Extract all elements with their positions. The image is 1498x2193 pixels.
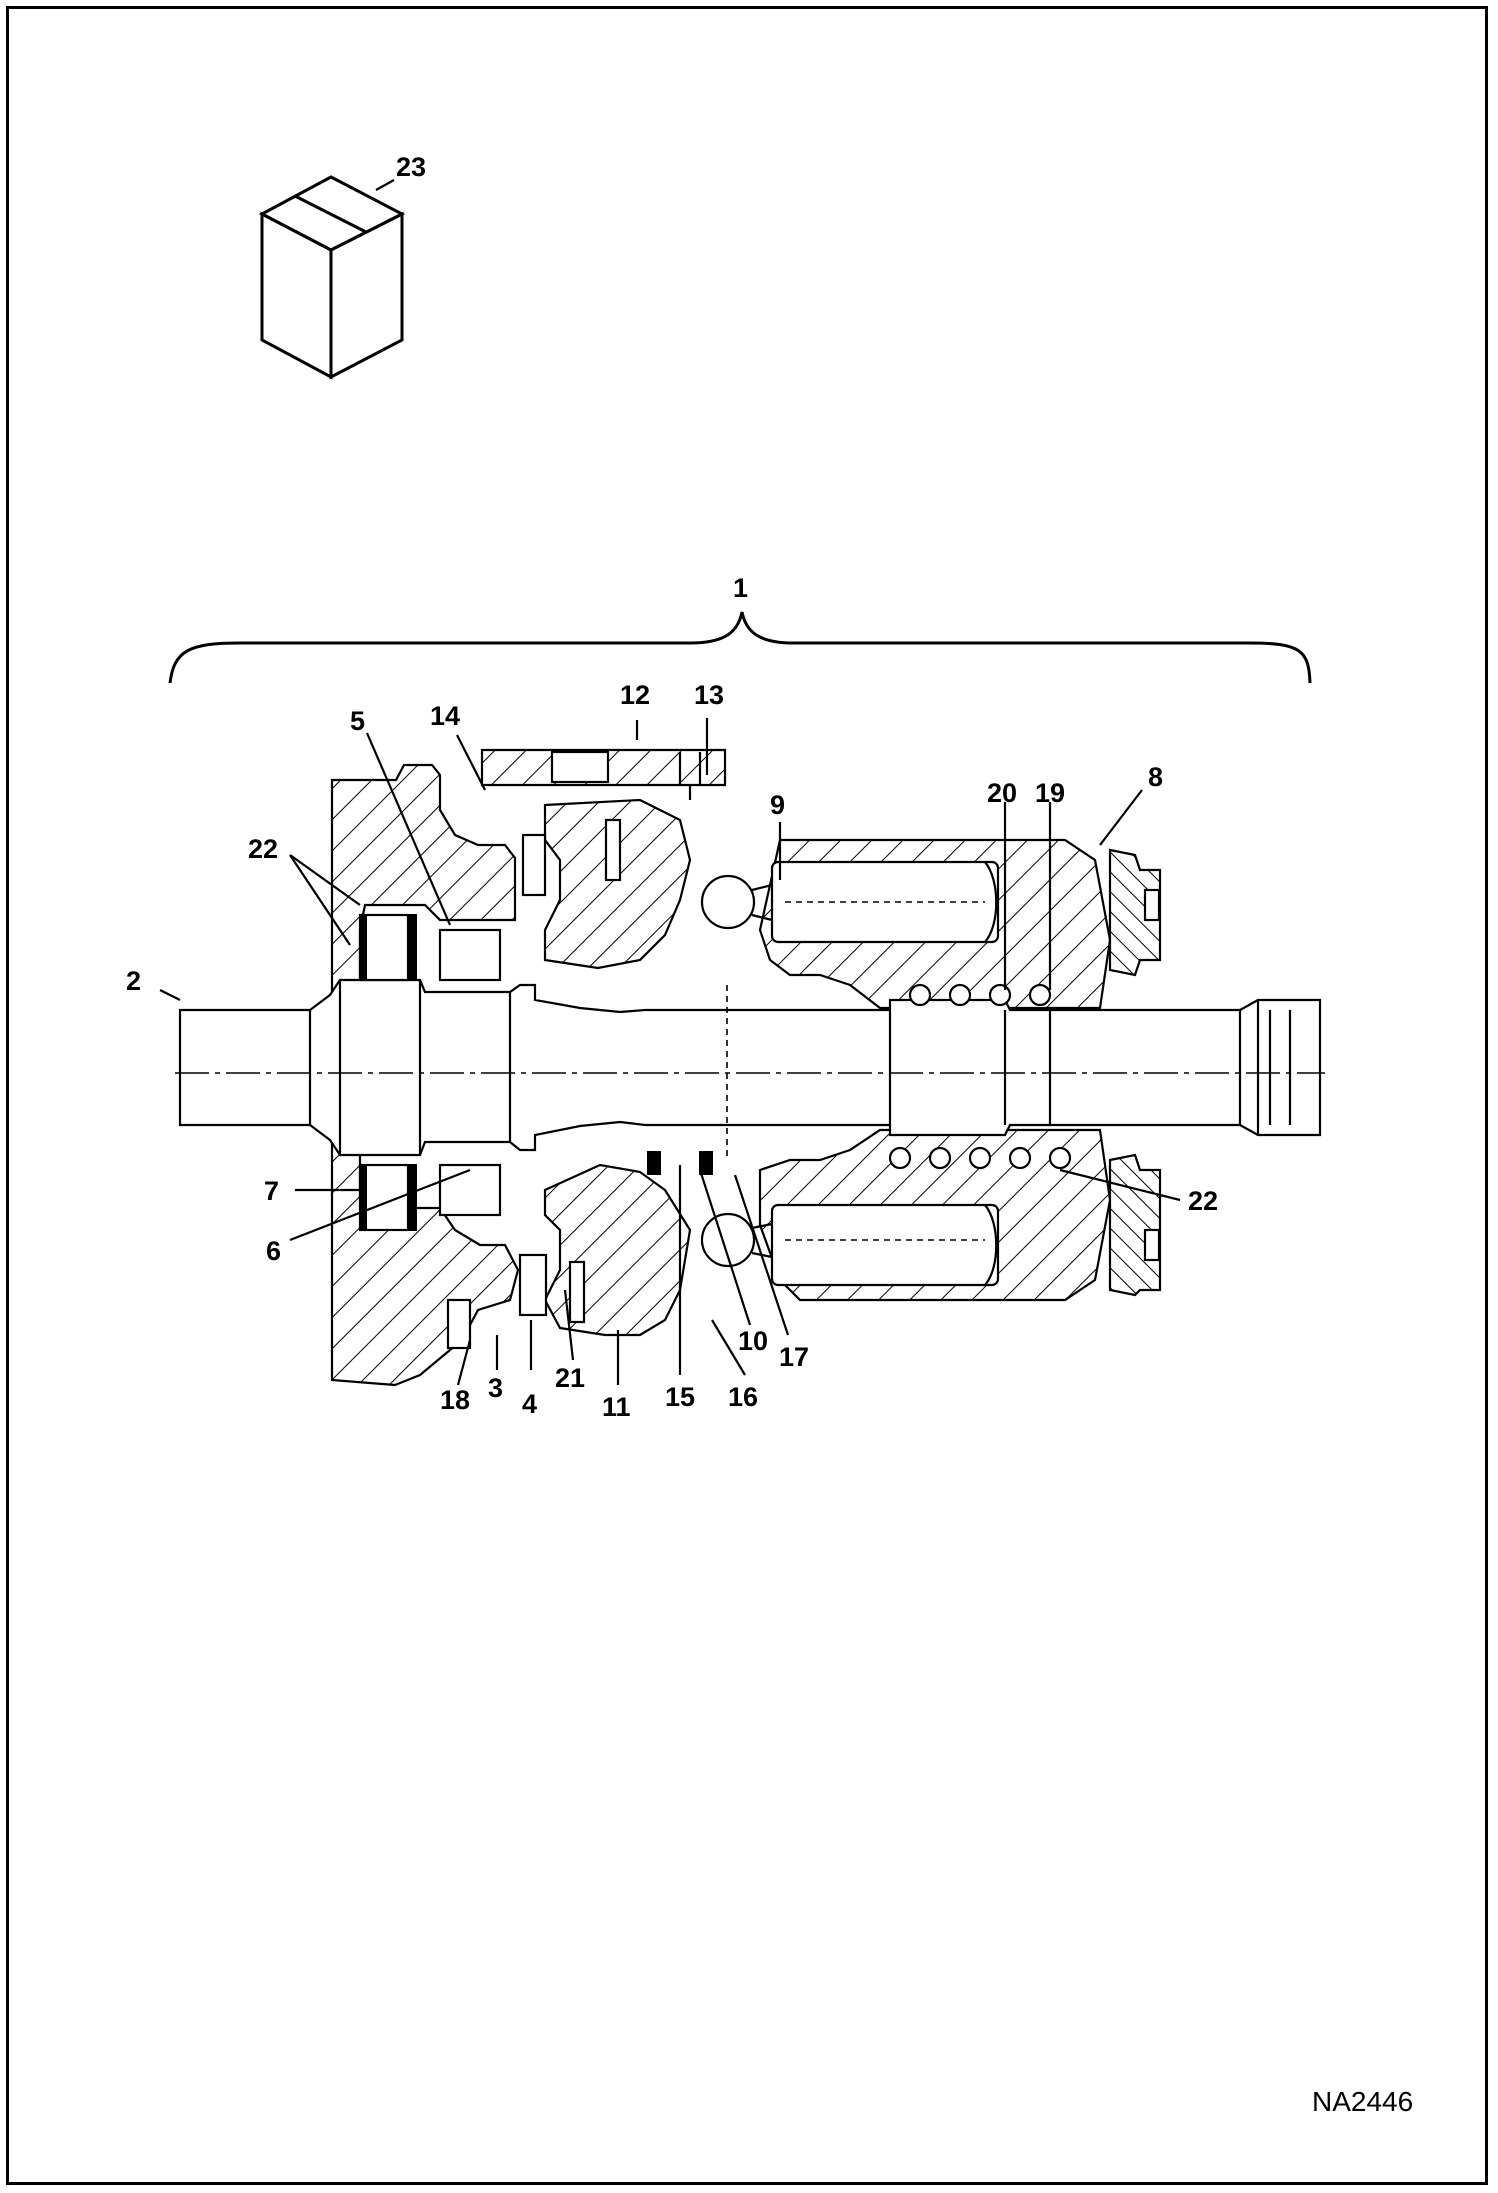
callout-15: 15 xyxy=(665,1382,695,1412)
spring-coils-upper xyxy=(908,983,1052,1007)
callout-13: 13 xyxy=(694,680,724,710)
callout-1: 1 xyxy=(733,573,748,603)
swash-plate-upper xyxy=(543,798,692,970)
port-block-fitting xyxy=(678,752,702,800)
callout-16: 16 xyxy=(728,1382,758,1412)
end-cap-bolt-upper xyxy=(1143,888,1161,922)
callout-labels: 23 1 12 13 5 14 9 20 19 8 22 2 7 6 22 10… xyxy=(126,152,1218,1422)
callout-12: 12 xyxy=(620,680,650,710)
end-cap-section xyxy=(1108,848,1162,977)
callout-5: 5 xyxy=(350,706,365,736)
callout-7: 7 xyxy=(264,1176,279,1206)
callout-19: 19 xyxy=(1035,778,1065,808)
shaft-seal-upper xyxy=(358,913,410,982)
callout-14: 14 xyxy=(430,701,460,731)
callout-8: 8 xyxy=(1148,762,1163,792)
pin-upper xyxy=(604,818,622,882)
callout-11: 11 xyxy=(602,1392,631,1422)
end-cap-bolt-lower xyxy=(1143,1228,1161,1262)
callout-3: 3 xyxy=(488,1373,503,1403)
page-border xyxy=(6,6,1488,2185)
pin-lower xyxy=(568,1260,586,1324)
callout-22-top: 22 xyxy=(248,834,278,864)
callout-23: 23 xyxy=(396,152,426,182)
port-block-cutout xyxy=(550,750,610,784)
leader-lines xyxy=(159,718,1181,1386)
drive-shaft xyxy=(178,978,1322,1157)
callout-17: 17 xyxy=(779,1342,809,1372)
callout-18: 18 xyxy=(440,1385,470,1415)
callout-9: 9 xyxy=(770,790,785,820)
pump-cross-section xyxy=(175,748,1325,1387)
check-valve-upper xyxy=(521,833,547,897)
assembly-brace xyxy=(168,611,1312,684)
kit-box-icon xyxy=(258,175,406,380)
piston-lower xyxy=(770,1203,1000,1287)
front-bearing-upper xyxy=(438,928,502,982)
front-bearing-lower xyxy=(438,1163,502,1217)
end-cap-section-lower xyxy=(1108,1153,1162,1297)
callout-2: 2 xyxy=(126,966,141,996)
callout-21: 21 xyxy=(555,1363,585,1393)
set-screw-lower xyxy=(446,1298,472,1350)
drawing-code: NA2446 xyxy=(1312,2086,1413,2117)
callout-10: 10 xyxy=(738,1326,768,1356)
callout-20: 20 xyxy=(987,778,1017,808)
control-piston xyxy=(518,1253,548,1317)
spring-coils-lower xyxy=(888,1146,1072,1170)
callout-4: 4 xyxy=(522,1389,537,1419)
callout-22-bottom: 22 xyxy=(1188,1186,1218,1216)
piston-ball-upper xyxy=(700,874,756,930)
piston-ball-lower xyxy=(700,1212,756,1268)
callout-6: 6 xyxy=(266,1236,281,1266)
